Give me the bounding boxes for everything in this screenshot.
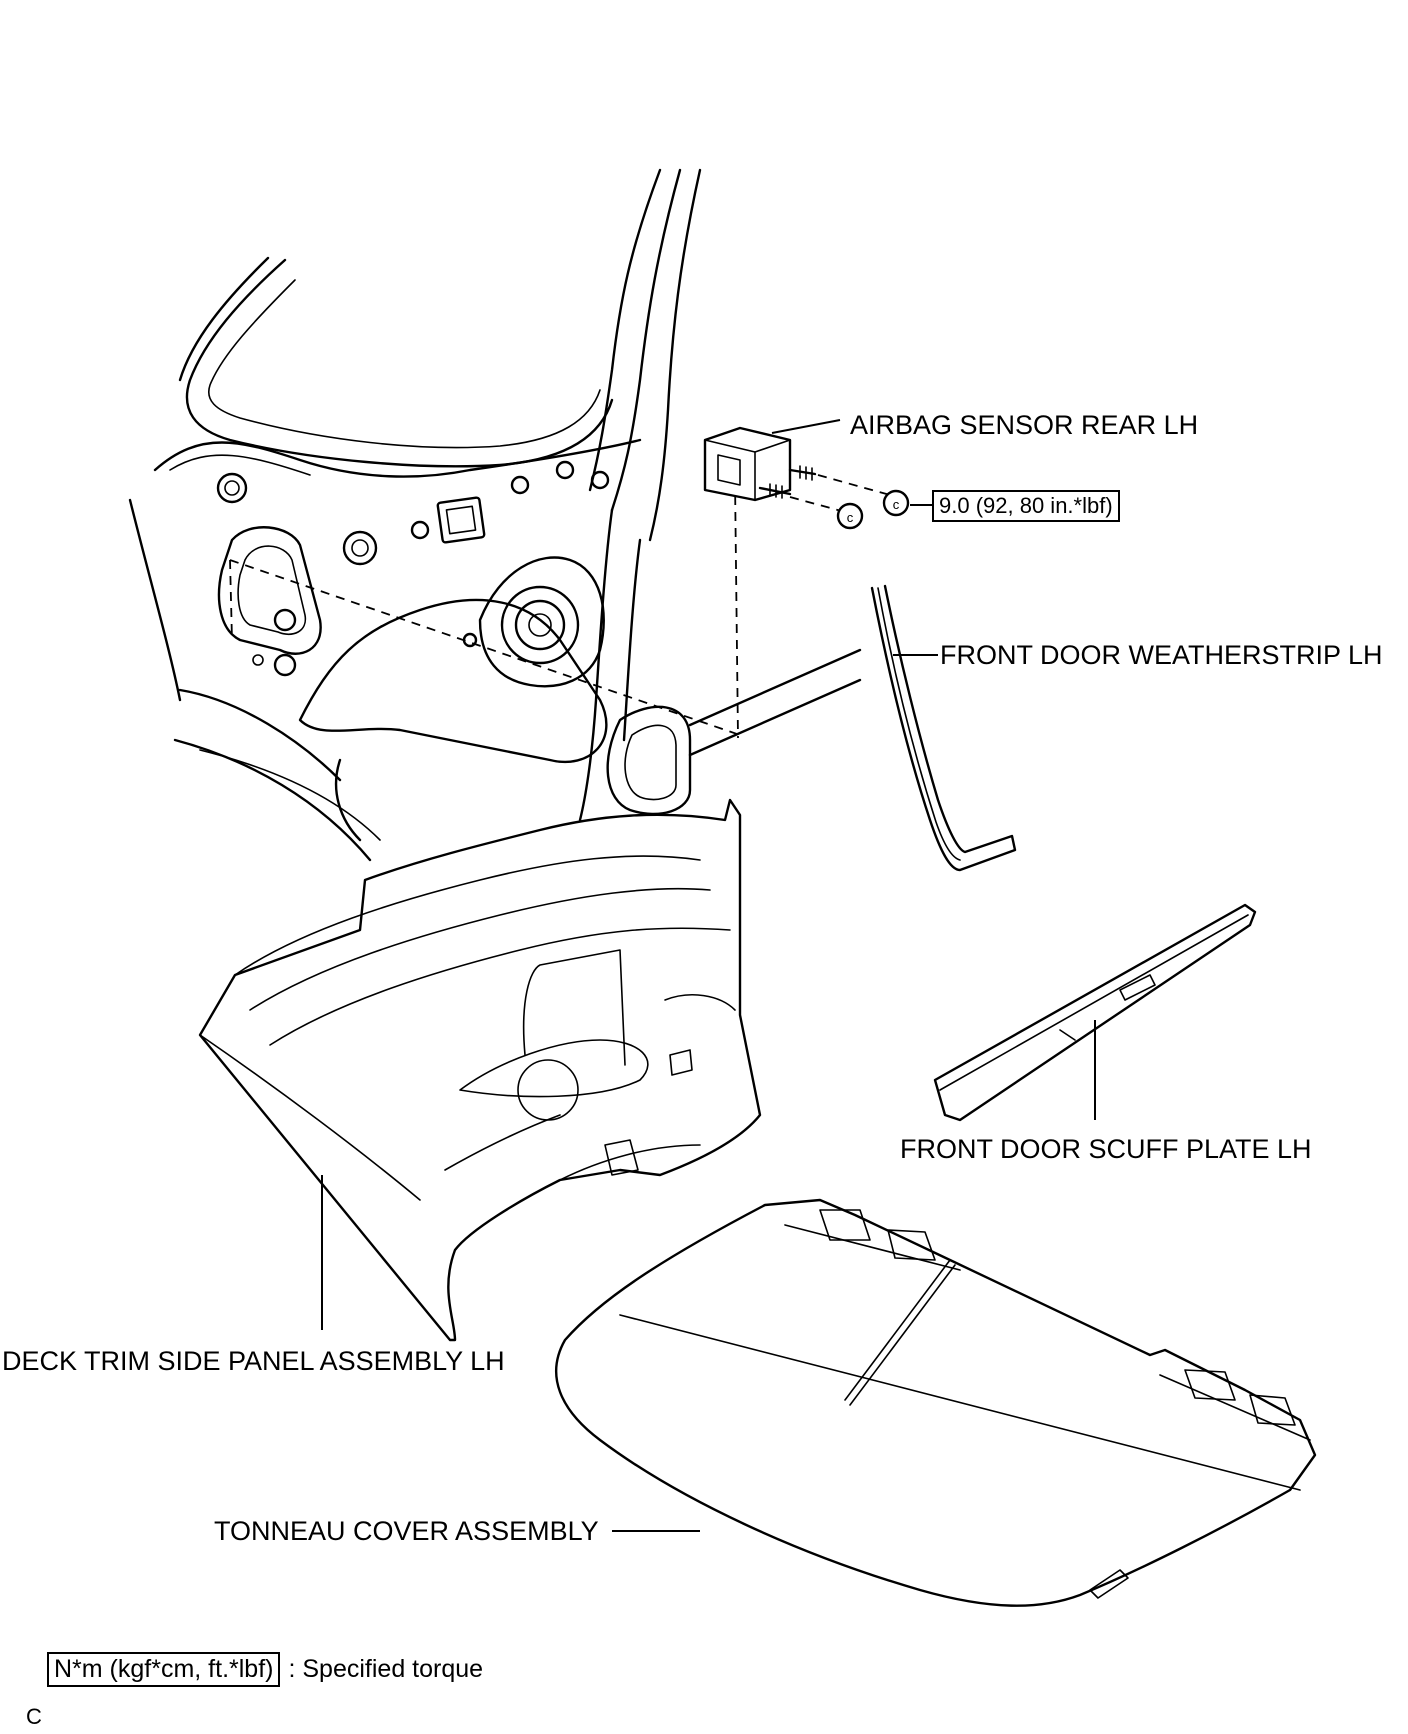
reference-dashed-line <box>229 559 233 641</box>
reference-dashed-line <box>229 559 741 736</box>
nut-marker: c <box>893 497 900 512</box>
bolt-path-dashed <box>789 496 846 513</box>
legend-unit-box: N*m (kgf*cm, ft.*lbf) <box>47 1652 281 1687</box>
weatherstrip-label: FRONT DOOR WEATHERSTRIP LH <box>940 640 1383 670</box>
vehicle-body-structure <box>128 168 862 862</box>
airbag-sensor-leader-line <box>771 419 841 434</box>
airbag-sensor-rear-lh-part <box>703 426 817 502</box>
nut-marker: c <box>847 510 854 525</box>
tonneau-label: TONNEAU COVER ASSEMBLY <box>214 1516 599 1546</box>
legend: N*m (kgf*cm, ft.*lbf) : Specified torque <box>47 1652 483 1687</box>
scuff-plate-label: FRONT DOOR SCUFF PLATE LH <box>900 1134 1312 1164</box>
torque-spec-box: 9.0 (92, 80 in.*lbf) <box>932 490 1120 522</box>
nut-icon: c <box>882 489 910 517</box>
deck-trim-side-panel-part <box>198 798 762 1342</box>
nut-icon: c <box>836 502 864 530</box>
legend-description: : Specified torque <box>288 1655 484 1683</box>
front-door-scuff-plate-part <box>933 903 1257 1122</box>
tonneau-cover-part <box>555 1198 1317 1607</box>
sensor-locator-dashed-line <box>734 479 739 739</box>
front-door-weatherstrip-part <box>870 584 1017 872</box>
airbag-sensor-label: AIRBAG SENSOR REAR LH <box>850 410 1199 440</box>
bolt-path-dashed <box>817 474 891 496</box>
deck-trim-label: DECK TRIM SIDE PANEL ASSEMBLY LH <box>2 1346 505 1376</box>
corner-mark: C <box>26 1704 42 1729</box>
